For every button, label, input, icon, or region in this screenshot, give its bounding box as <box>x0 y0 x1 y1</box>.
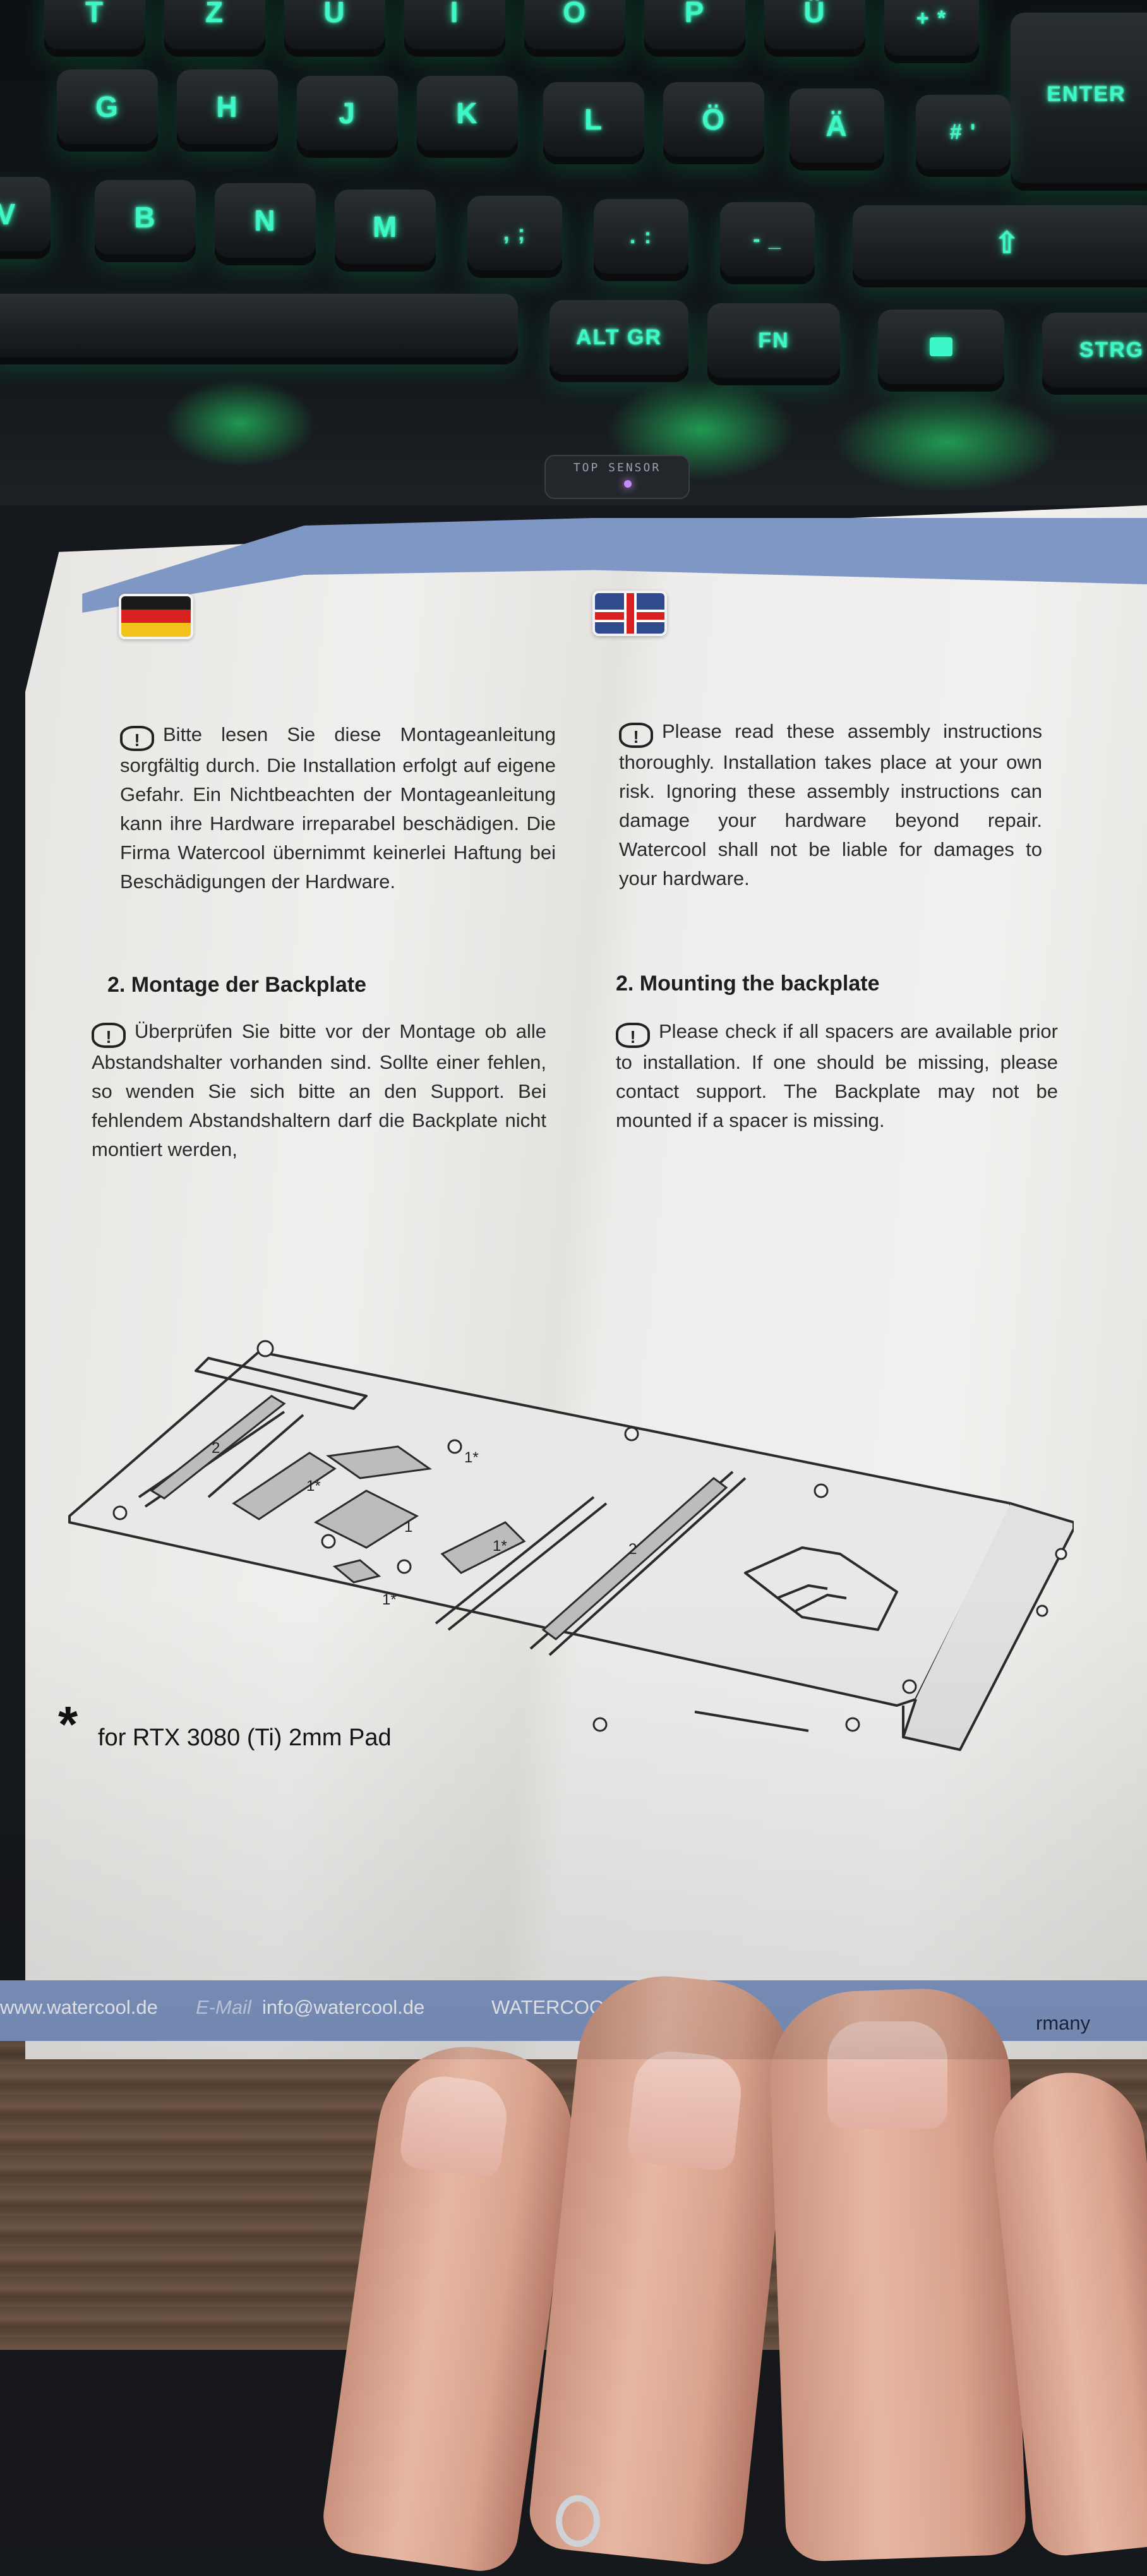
key-z[interactable]: Z <box>164 0 265 49</box>
key-glow <box>834 392 1061 493</box>
english-intro-text: Please read these assembly instructions … <box>619 720 1042 889</box>
key-ae[interactable]: Ä <box>790 88 884 163</box>
sensor-led-icon <box>624 480 632 488</box>
thermal-pad <box>326 1445 432 1479</box>
key-space[interactable] <box>0 294 518 357</box>
english-section-text: Please check if all spacers are availabl… <box>616 1020 1058 1131</box>
key-minus[interactable]: - _ <box>720 202 815 277</box>
english-section-body: !Please check if all spacers are availab… <box>616 1017 1058 1135</box>
diagram-label: 1* <box>306 1478 321 1495</box>
key-comma[interactable]: , ; <box>467 196 562 270</box>
footnote-marker: * <box>58 1696 78 1752</box>
key-h[interactable]: H <box>177 69 278 144</box>
english-section-heading: 2. Mounting the backplate <box>616 972 880 996</box>
key-hash[interactable]: # ' <box>916 95 1011 169</box>
key-n[interactable]: N <box>215 183 316 258</box>
warning-icon: ! <box>619 723 653 748</box>
key-t[interactable]: T <box>44 0 145 49</box>
ring <box>556 2495 600 2547</box>
diagram-label: 1* <box>464 1449 479 1466</box>
key-p[interactable]: P <box>644 0 745 49</box>
german-intro: !Bitte lesen Sie diese Montageanleitung … <box>120 720 556 896</box>
key-oe[interactable]: Ö <box>663 82 764 157</box>
warning-icon: ! <box>616 1023 650 1048</box>
backplate-diagram: 2 1* 1* 1 1* 1* 2 <box>68 1340 1074 1751</box>
diagram-label: 2 <box>212 1440 220 1457</box>
key-v[interactable]: V <box>0 177 51 251</box>
key-l[interactable]: L <box>543 82 644 157</box>
key-k[interactable]: K <box>417 76 518 150</box>
warning-icon: ! <box>120 726 154 751</box>
thermal-pad <box>150 1395 286 1500</box>
key-fn[interactable]: FN <box>707 303 840 378</box>
footer-email: info@watercool.de <box>262 1996 425 2018</box>
german-flag-icon <box>119 594 193 639</box>
key-o[interactable]: O <box>524 0 625 49</box>
key-g[interactable]: G <box>57 69 158 144</box>
key-enter[interactable]: ENTER <box>1011 13 1147 183</box>
thermal-pad <box>313 1490 419 1549</box>
german-section-body: !Überprüfen Sie bitte vor der Montage ob… <box>92 1017 546 1164</box>
footer-country: rmany <box>1036 2012 1091 2034</box>
key-ue[interactable]: Ü <box>764 0 865 49</box>
footer-email-label: E-Mail <box>196 1996 251 2018</box>
diagram-label: 1 <box>404 1519 412 1536</box>
fingernail <box>827 2021 947 2129</box>
key-strg[interactable]: STRG <box>1042 313 1147 387</box>
key-u[interactable]: U <box>284 0 385 49</box>
fingernail <box>626 2047 745 2172</box>
uk-flag-icon <box>592 591 667 636</box>
key-plus[interactable]: + * <box>884 0 979 56</box>
menu-key-square-icon <box>930 337 952 356</box>
key-i[interactable]: I <box>404 0 505 49</box>
german-section-text: Überprüfen Sie bitte vor der Montage ob … <box>92 1020 546 1160</box>
thermal-pad <box>541 1477 728 1640</box>
key-menu[interactable] <box>878 310 1004 384</box>
thermal-pad <box>440 1521 526 1574</box>
key-shift[interactable]: ⇧ <box>853 205 1147 280</box>
footer-website: www.watercool.de <box>0 1996 158 2018</box>
thermal-pad <box>232 1452 337 1520</box>
diagram-label: 1* <box>382 1591 397 1608</box>
thermal-pad <box>332 1559 381 1584</box>
key-altgr[interactable]: ALT GR <box>549 300 688 375</box>
instruction-leaflet <box>25 505 1147 2059</box>
key-period[interactable]: . : <box>594 199 688 274</box>
key-glow <box>164 379 316 467</box>
key-m[interactable]: M <box>335 190 436 264</box>
footnote-text: for RTX 3080 (Ti) 2mm Pad <box>98 1724 392 1751</box>
keyboard: T Z U I O P Ü + * ENTER G H J K L Ö Ä # … <box>0 0 1147 505</box>
key-b[interactable]: B <box>95 180 196 255</box>
warning-icon: ! <box>92 1023 126 1048</box>
german-intro-text: Bitte lesen Sie diese Montageanleitung s… <box>120 723 556 893</box>
english-intro: !Please read these assembly instructions… <box>619 717 1042 893</box>
top-sensor-label: TOP SENSOR <box>544 455 690 499</box>
key-j[interactable]: J <box>297 76 398 150</box>
german-section-heading: 2. Montage der Backplate <box>107 973 367 997</box>
diagram-label: 1* <box>493 1538 507 1555</box>
diagram-label: 2 <box>628 1541 637 1558</box>
